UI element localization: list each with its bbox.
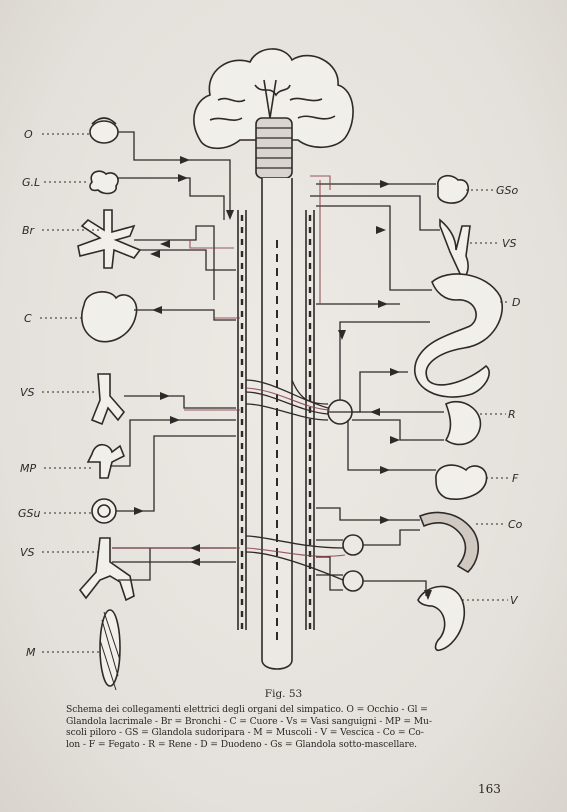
organ-kidney: [444, 401, 482, 446]
label-vessels-lower: VS: [20, 546, 35, 559]
ganglion-mesenteric-upper: [342, 534, 364, 556]
organ-duodenum: [413, 273, 504, 398]
label-colon: Co: [508, 518, 523, 531]
label-lacrimal-gland: G.L: [22, 176, 40, 189]
label-bronchi: Br: [22, 224, 36, 237]
label-eye: O: [24, 128, 33, 141]
organ-eye: [89, 117, 119, 144]
label-heart: C: [24, 312, 32, 325]
organ-pilomotor-muscles: [86, 443, 126, 479]
label-submandibular-gland: GSo: [496, 184, 519, 197]
caption-line: Glandola lacrimale - Br = Bronchi - C = …: [66, 715, 432, 727]
sympathetic-chain-left: [237, 210, 247, 630]
organ-heart: [81, 291, 138, 343]
caption-line: lon - F = Fegato - R = Rene - D = Duoden…: [66, 738, 417, 750]
page-number: 163: [478, 782, 501, 796]
label-vessels-upper: VS: [20, 386, 35, 399]
organ-blood-vessels-lower: [78, 537, 135, 602]
organ-muscle: [99, 609, 121, 690]
organ-submandibular-gland: [437, 174, 470, 204]
organ-blood-vessels-upper: [90, 373, 126, 426]
organ-bladder: [417, 585, 466, 652]
brain-illustration: [193, 48, 354, 179]
figure-caption: Schema dei collegamenti elettrici degli …: [66, 704, 506, 750]
labels-left: O G.L Br C VS MP GSu VS M: [18, 128, 41, 659]
caption-line: scoli piloro - GS = Glandola sudoripara …: [66, 727, 424, 739]
spinal-cord-illustration: [261, 178, 293, 670]
signal-arrows: [134, 156, 432, 600]
label-bladder: V: [510, 594, 519, 607]
organ-sweat-gland: [91, 498, 117, 524]
organ-bronchi: [77, 209, 142, 269]
organ-lacrimal-gland: [89, 170, 119, 195]
labels-right: GSo VS D R F Co V: [496, 184, 523, 607]
label-kidney: R: [508, 408, 516, 421]
ganglion-mesenteric-lower: [342, 570, 364, 592]
nerve-connections: [110, 131, 444, 596]
sympathetic-chain-right: [305, 210, 315, 630]
figure-number: Fig. 53: [264, 688, 303, 700]
organ-blood-vessels-right: [439, 218, 471, 279]
caption-line: Schema dei collegamenti elettrici degli …: [66, 704, 428, 715]
label-leaders: [40, 133, 510, 653]
sympathetic-nervous-system-diagram: O G.L Br C VS MP GSu VS M GSo VS D R F C…: [18, 48, 523, 690]
label-liver: F: [512, 472, 519, 485]
nerve-connections-red: [112, 175, 346, 557]
label-duodenum: D: [512, 296, 520, 309]
label-sweat-gland: GSu: [18, 507, 41, 520]
label-muscle: M: [26, 646, 36, 659]
organ-colon: [418, 511, 480, 574]
label-pilomotor-muscles: MP: [20, 462, 36, 475]
label-vessels-right: VS: [502, 237, 517, 250]
organ-liver: [435, 464, 488, 500]
